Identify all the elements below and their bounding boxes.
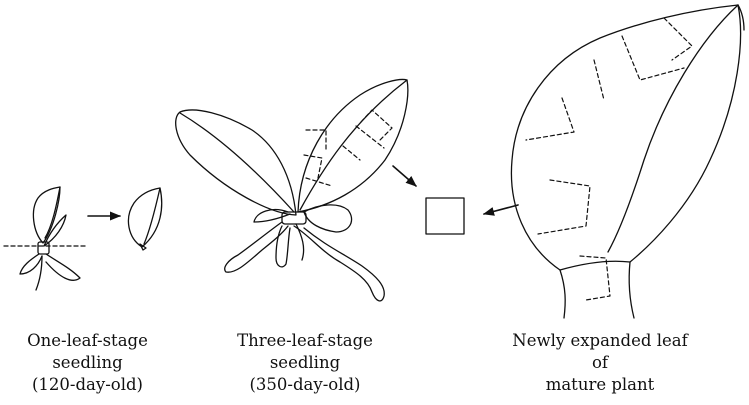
seedling-second-leaf	[44, 215, 66, 246]
explant-marks-three-leaf	[304, 110, 392, 186]
excised-leaf-outline	[128, 188, 161, 247]
mature-leaf-petiole-right	[629, 262, 634, 318]
caption-one-leaf-stage: One-leaf-stage seedling (120-day-old)	[0, 330, 175, 396]
caption-line: seedling	[215, 352, 395, 374]
one-leaf-seedling	[4, 187, 86, 290]
explant-marks-mature	[526, 18, 692, 300]
seedling-root-right	[294, 226, 384, 301]
caption-mature-leaf: Newly expanded leaf of mature plant	[480, 330, 720, 396]
caption-line: (120-day-old)	[0, 374, 175, 396]
three-leaf-seedling	[176, 80, 408, 301]
caption-line: Newly expanded leaf	[480, 330, 720, 352]
caption-line: Three-leaf-stage	[215, 330, 395, 352]
caption-line: of	[480, 352, 720, 374]
seedling-right-leaf	[298, 80, 408, 212]
caption-line: mature plant	[480, 374, 720, 396]
explant-square	[426, 198, 464, 234]
caption-three-leaf-stage: Three-leaf-stage seedling (350-day-old)	[215, 330, 395, 396]
mature-leaf-petiole-left	[560, 270, 565, 318]
seedling-left-leaf	[176, 110, 296, 215]
caption-line: (350-day-old)	[215, 374, 395, 396]
mature-leaf-base	[560, 261, 630, 270]
mature-leaf	[511, 5, 744, 318]
seedling-root-left	[20, 254, 42, 274]
caption-line: One-leaf-stage	[0, 330, 175, 352]
arrow-from-mature-leaf	[484, 205, 518, 214]
mature-leaf-midrib	[608, 5, 738, 252]
excised-leaf	[128, 188, 161, 250]
caption-line: seedling	[0, 352, 175, 374]
arrow-from-three-leaf	[393, 166, 416, 186]
seedling-small-leaf	[304, 205, 352, 232]
seedling-root-right	[46, 254, 80, 280]
